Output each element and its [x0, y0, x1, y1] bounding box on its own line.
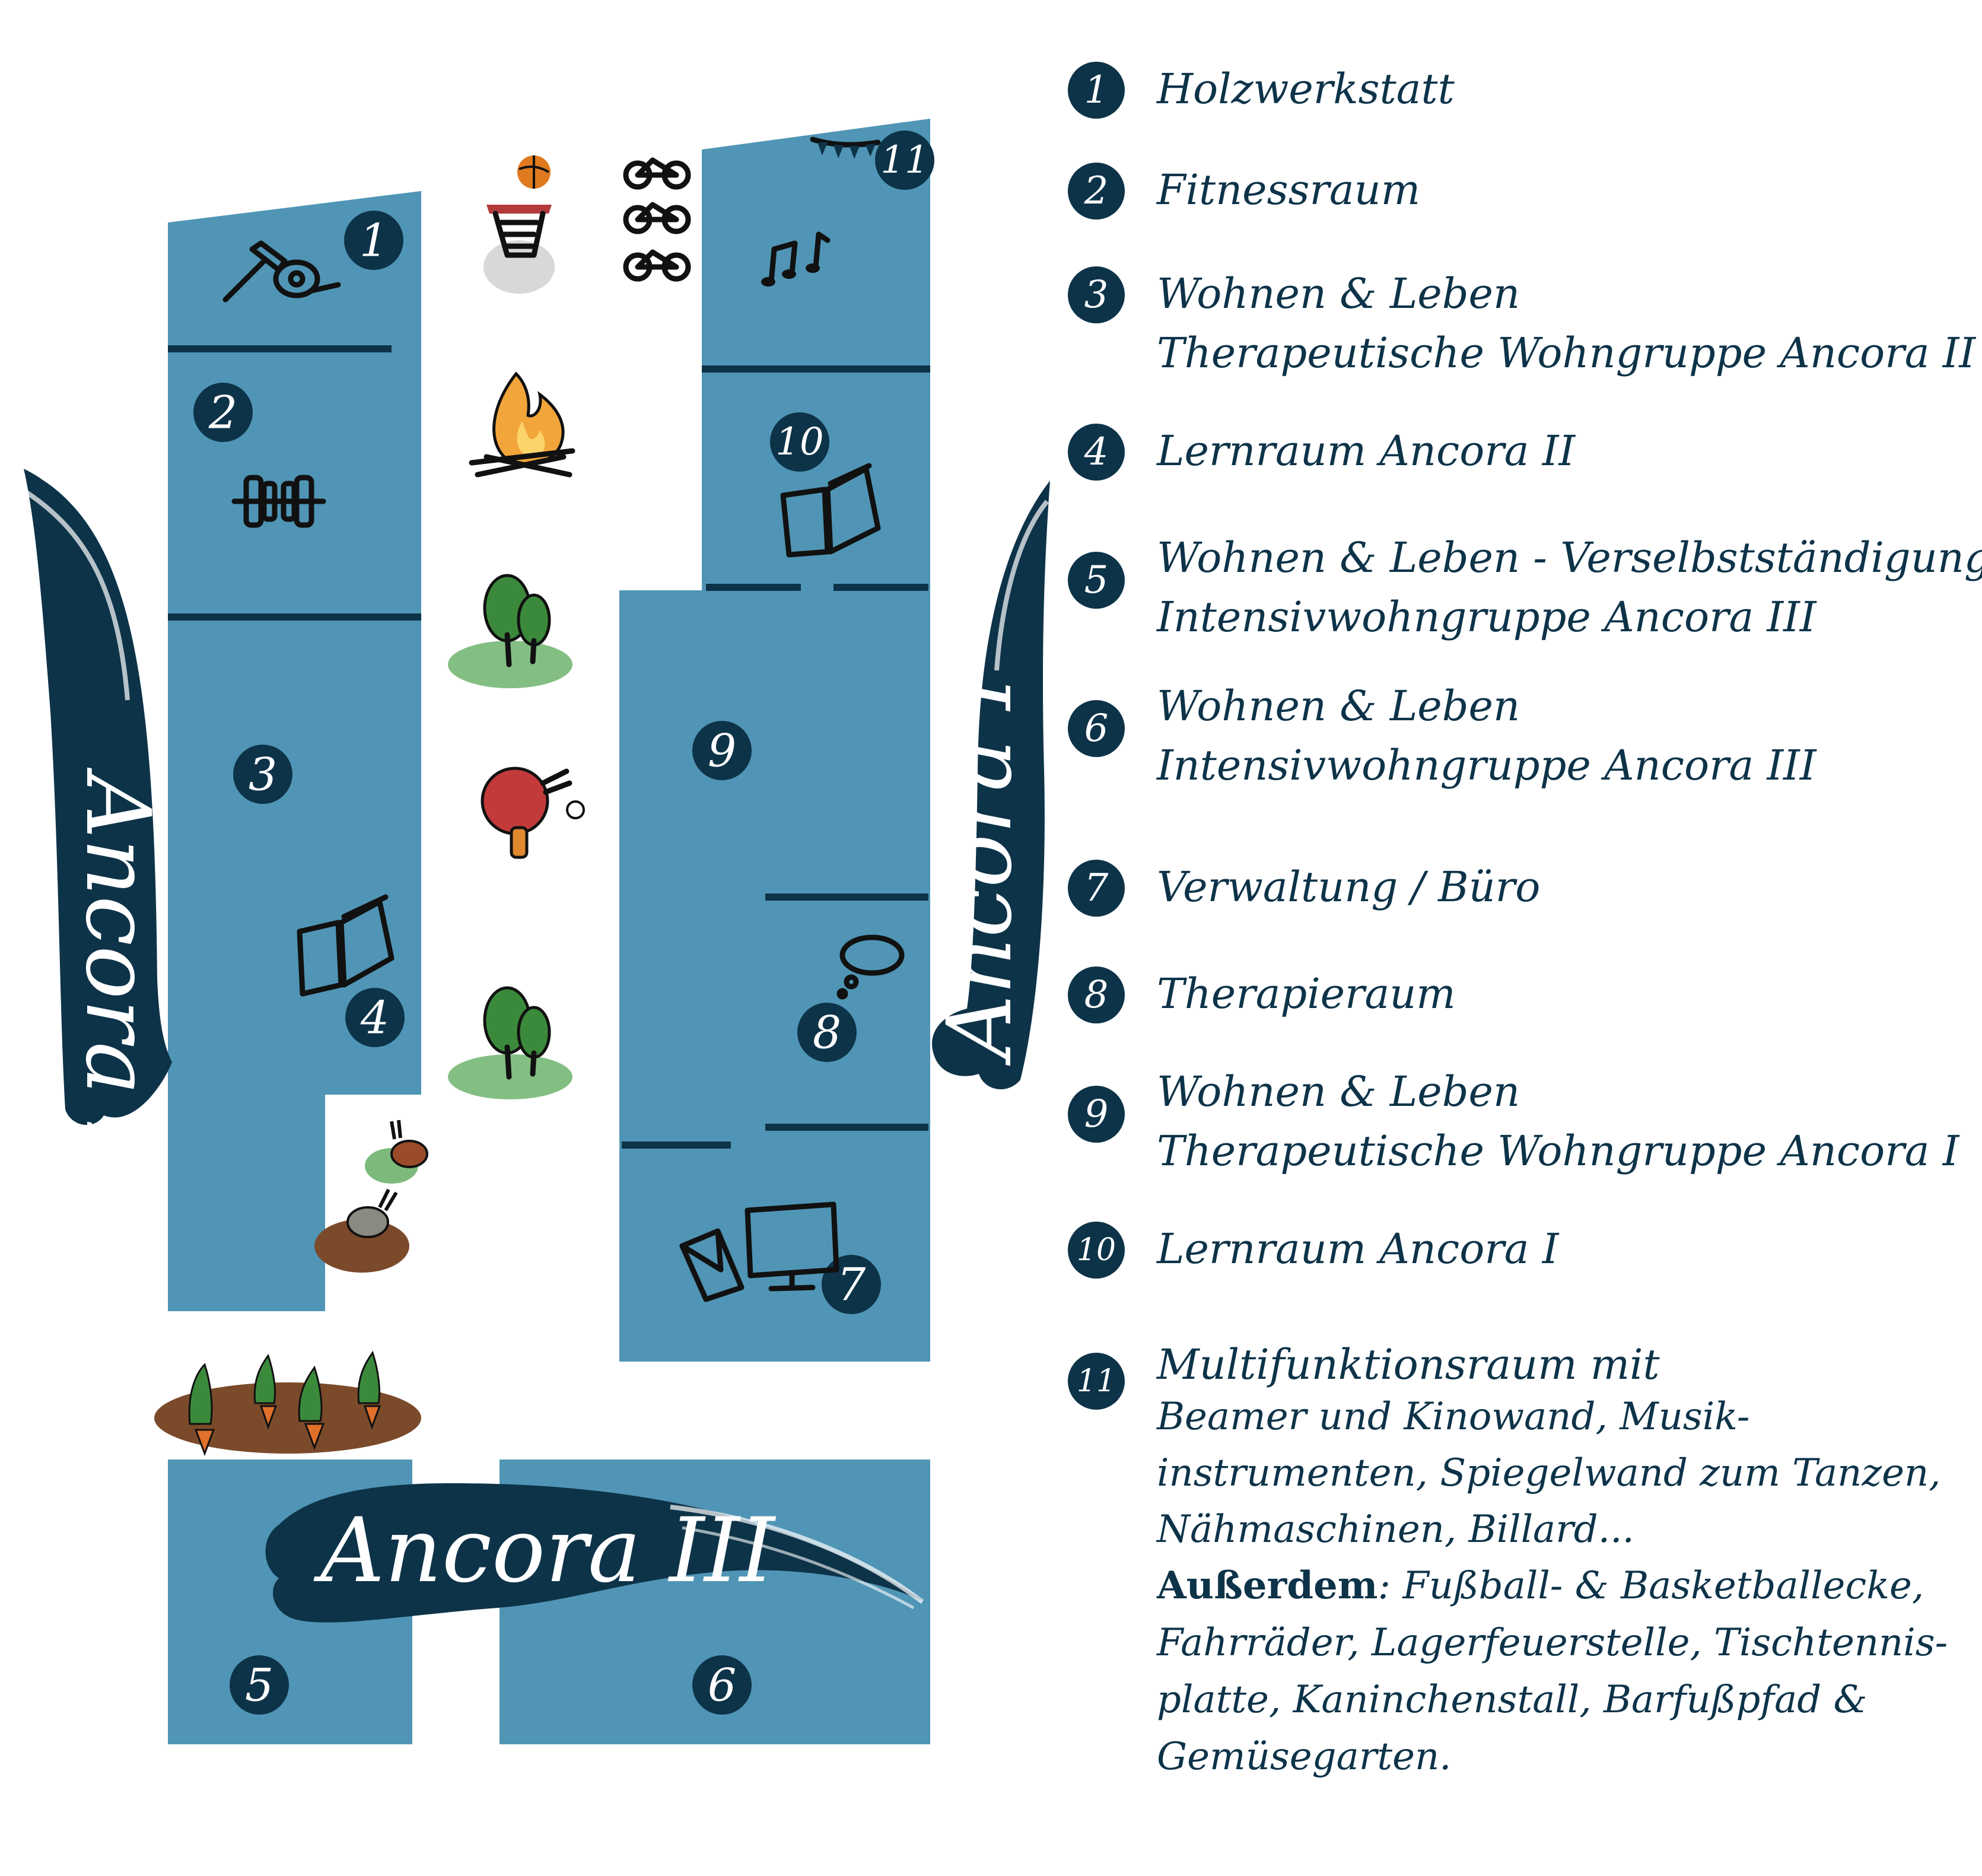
banner-ancora-3-label: Ancora III — [313, 1499, 777, 1602]
music-notes-icon — [761, 231, 831, 287]
carrots-icon — [154, 1350, 421, 1457]
legend-number-badge: 3 — [1068, 266, 1125, 323]
svg-text:8: 8 — [813, 1006, 841, 1059]
legend-item-sublabel: Intensivwohngruppe Ancora III — [1157, 741, 1816, 790]
legend-item-sublabel: Therapeutische Wohngruppe Ancora I — [1157, 1127, 1959, 1175]
campfire-icon — [469, 371, 575, 478]
banner-ancora-2-label: Ancora II — [66, 767, 169, 1195]
banner-ancora-3: Ancora III — [265, 1483, 925, 1623]
trees-icon-2 — [448, 986, 572, 1099]
envelope-icon — [679, 1228, 745, 1302]
tape-measure-icon — [273, 259, 341, 298]
site-plan: Ancora II Ancora I Ancora III 1 2 3 4 5 … — [24, 119, 1050, 1744]
legend-item-label: Lernraum Ancora II — [1157, 427, 1576, 475]
room-number-10: 10 — [770, 412, 829, 472]
trees-icon — [448, 574, 572, 688]
legend-item-label: Therapieraum — [1157, 969, 1456, 1018]
legend-extra-text: : Fußball- & Basketballecke, Fahrräder, … — [1157, 1564, 1948, 1779]
legend-extra-label: Außerdem — [1157, 1563, 1378, 1608]
room-number-9: 9 — [692, 721, 752, 780]
monitor-icon — [745, 1201, 839, 1292]
room-number-4: 4 — [345, 988, 405, 1047]
legend-item-label: Wohnen & Leben - Verselbstständigung — [1157, 533, 1982, 582]
dumbbell-icon — [231, 475, 326, 528]
legend-item-sublabel: Therapeutische Wohngruppe Ancora II — [1157, 329, 1976, 377]
svg-text:5: 5 — [245, 1659, 273, 1712]
svg-text:1: 1 — [360, 214, 388, 267]
book-icon-2 — [780, 463, 881, 558]
svg-text:4: 4 — [360, 991, 389, 1044]
legend-number-badge: 10 — [1068, 1222, 1125, 1279]
svg-text:6: 6 — [708, 1659, 736, 1712]
legend-item-label: Lernraum Ancora I — [1157, 1225, 1559, 1273]
thought-bubble-icon — [836, 934, 905, 1000]
legend-item-label: Multifunktionsraum mit — [1157, 1340, 1660, 1389]
banner-ancora-1: Ancora I — [928, 481, 1050, 1090]
room-number-6: 6 — [692, 1655, 752, 1715]
legend-item-label: Fitnessraum — [1157, 166, 1421, 214]
svg-text:11: 11 — [880, 138, 928, 182]
legend-item-sublabel: Intensivwohngruppe Ancora III — [1157, 593, 1816, 641]
banner-ancora-1-label: Ancora I — [928, 673, 1032, 1066]
legend-number-badge: 2 — [1068, 163, 1125, 220]
hammer-icon — [222, 240, 288, 303]
room-number-3: 3 — [233, 745, 292, 804]
legend-number-badge: 4 — [1068, 424, 1125, 481]
svg-text:10: 10 — [775, 420, 823, 464]
legend-number-badge: 8 — [1068, 966, 1125, 1023]
room-11-block — [702, 119, 930, 593]
room-number-7: 7 — [822, 1255, 881, 1314]
legend-item-label: Holzwerkstatt — [1157, 65, 1455, 113]
legend-item-detail-line: instrumenten, Spiegelwand zum Tanzen, — [1157, 1451, 1941, 1495]
room-number-11: 11 — [875, 131, 934, 190]
legend-item-detail-line: Beamer und Kinowand, Musik- — [1157, 1395, 1750, 1439]
room-number-2: 2 — [193, 383, 253, 442]
svg-text:7: 7 — [837, 1258, 866, 1311]
basketball-hoop-icon — [483, 155, 555, 294]
bicycles-icon — [623, 157, 691, 282]
room-9-block — [619, 590, 930, 1362]
bunting-icon — [810, 136, 881, 159]
legend-item-detail-line: Nähmaschinen, Billard... — [1157, 1508, 1634, 1551]
legend-number-badge: 7 — [1068, 860, 1125, 917]
svg-text:3: 3 — [249, 748, 277, 801]
legend-number-badge: 1 — [1068, 62, 1125, 119]
room-1-block — [168, 191, 421, 1311]
book-icon — [297, 894, 395, 997]
legend-item-label: Verwaltung / Büro — [1157, 863, 1541, 911]
svg-text:2: 2 — [208, 386, 237, 439]
legend-number-badge: 5 — [1068, 552, 1125, 609]
legend-number-badge: 11 — [1068, 1353, 1125, 1410]
rabbits-icon — [314, 1120, 428, 1273]
legend-item-label: Wohnen & Leben — [1157, 1067, 1520, 1116]
legend-item-label: Wohnen & Leben — [1157, 269, 1520, 318]
room-number-8: 8 — [797, 1003, 857, 1062]
legend-extra-note: Außerdem: Fußball- & Basketballecke, Fah… — [1157, 1557, 1975, 1785]
legend-number-badge: 6 — [1068, 700, 1125, 757]
room-number-1: 1 — [344, 211, 403, 270]
table-tennis-icon — [481, 767, 585, 859]
banner-ancora-2: Ancora II — [24, 469, 172, 1195]
legend-number-badge: 9 — [1068, 1086, 1125, 1143]
svg-text:9: 9 — [708, 724, 736, 777]
legend-item-label: Wohnen & Leben — [1157, 682, 1520, 730]
room-number-5: 5 — [230, 1655, 289, 1715]
